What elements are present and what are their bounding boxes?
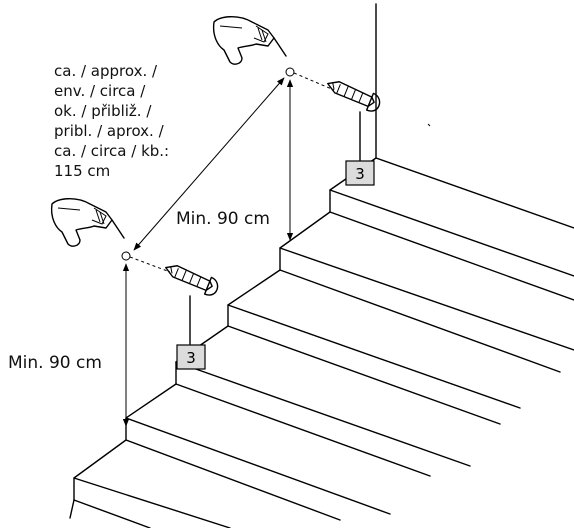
label-line: ca. / circa / kb.: xyxy=(54,142,169,160)
wall-plug-icon xyxy=(327,81,381,112)
wall-plug-icon xyxy=(165,265,219,296)
drill-hole-marker xyxy=(121,251,131,261)
lower-min-distance-label: Min. 90 cm xyxy=(8,353,102,373)
guide-line xyxy=(129,256,171,273)
staircase xyxy=(69,157,574,528)
part-callout-lower: 3 xyxy=(176,344,206,370)
upper-min-distance-label: Min. 90 cm xyxy=(176,209,270,229)
drill-hole-marker xyxy=(285,67,295,77)
label-line: env. / circa / xyxy=(54,82,146,100)
part-number: 3 xyxy=(355,165,365,183)
drill-icon xyxy=(212,16,287,65)
label-line: ok. / přibliž. / xyxy=(54,102,152,120)
part-callout-upper: 3 xyxy=(345,160,375,186)
approx-distance-label: ca. / approx. / env. / circa / ok. / při… xyxy=(54,62,169,180)
part-number: 3 xyxy=(186,349,196,367)
drill-icon xyxy=(50,198,125,247)
guide-line xyxy=(293,72,335,91)
distance-arrow-diagonal xyxy=(133,77,285,251)
label-line: 115 cm xyxy=(54,162,110,180)
label-line: pribl. / aprox. / xyxy=(54,122,165,140)
label-line: ca. / approx. / xyxy=(54,62,158,80)
